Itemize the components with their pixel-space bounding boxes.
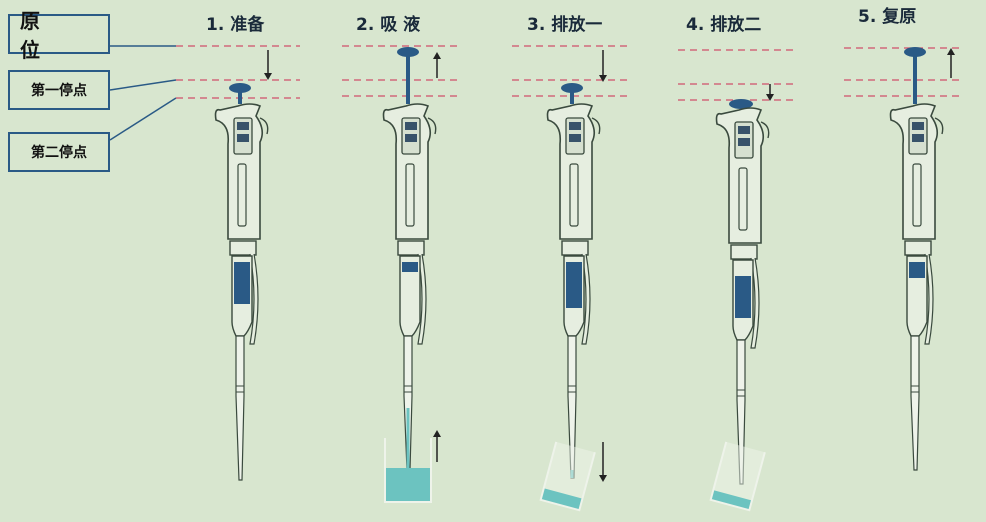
step-title-dispense-one: 3. 排放一	[527, 15, 603, 35]
second-stop-label: 第二停点	[8, 132, 110, 172]
piston-fill	[735, 276, 751, 318]
plunger-knob	[729, 99, 753, 109]
up-arrow-head	[947, 48, 955, 55]
volume-digit	[569, 122, 581, 130]
piston-fill	[234, 262, 250, 304]
piston-fill	[402, 262, 418, 272]
pipette	[546, 83, 601, 479]
step-title-dispense-two: 4. 排放二	[686, 15, 762, 35]
pipette	[889, 47, 944, 471]
up-arrow-head	[433, 430, 441, 437]
plunger-stem	[570, 88, 574, 104]
tilted-tube	[709, 441, 766, 512]
ejector-rod	[249, 253, 259, 345]
pipette-tip	[910, 335, 920, 471]
grip-slot	[738, 167, 748, 231]
volume-digit	[569, 134, 581, 142]
ejector-rod	[417, 253, 427, 345]
finger-hook	[591, 117, 601, 135]
plunger-knob	[561, 83, 583, 93]
pipette	[382, 47, 437, 471]
down-arrow-head	[766, 94, 774, 101]
volume-digit	[237, 122, 249, 130]
down-arrow-head	[599, 75, 607, 82]
volume-digit	[405, 134, 417, 142]
origin-label: 原 位	[8, 9, 110, 62]
grip-slot	[405, 163, 415, 227]
tube-liquid	[711, 490, 751, 509]
connector-line	[109, 79, 177, 91]
step-title-restore: 5. 复原	[858, 7, 917, 27]
pipette	[715, 99, 770, 485]
down-arrow-head	[264, 73, 272, 80]
ejector-collar	[904, 240, 932, 256]
ejector-rod	[924, 253, 934, 345]
pipette-tip	[235, 335, 245, 481]
volume-digit	[237, 134, 249, 142]
plunger-stem	[238, 88, 242, 104]
piston-fill	[909, 262, 925, 278]
connector-line	[109, 97, 177, 141]
piston-fill	[566, 262, 582, 308]
step-title-prepare: 1. 准备	[206, 15, 265, 35]
tip-liquid	[406, 408, 410, 470]
plunger-knob	[904, 47, 926, 57]
grip-slot	[569, 163, 579, 227]
finger-hook	[259, 117, 269, 135]
ejector-collar	[561, 240, 589, 256]
tilted-tube	[539, 441, 596, 512]
tube-liquid	[541, 488, 582, 509]
finger-hook	[934, 117, 944, 135]
ejector-collar	[229, 240, 257, 256]
plunger-knob	[397, 47, 419, 57]
volume-digit	[912, 122, 924, 130]
volume-digit	[912, 134, 924, 142]
step-title-aspirate: 2. 吸 液	[356, 15, 421, 35]
finger-hook	[760, 121, 770, 139]
ejector-collar	[397, 240, 425, 256]
finger-hook	[427, 117, 437, 135]
grip-slot	[237, 163, 247, 227]
pipette	[214, 83, 269, 481]
ejector-rod	[581, 253, 591, 345]
grip-slot	[912, 163, 922, 227]
down-arrow-head	[599, 475, 607, 482]
plunger-knob	[229, 83, 251, 93]
plunger-stem	[913, 52, 917, 104]
ejector-rod	[750, 257, 760, 349]
volume-digit	[738, 126, 750, 134]
plunger-stem	[406, 52, 410, 104]
volume-digit	[738, 138, 750, 146]
beaker-liquid	[386, 468, 430, 501]
up-arrow-head	[433, 52, 441, 59]
ejector-collar	[730, 244, 758, 260]
volume-digit	[405, 122, 417, 130]
first-stop-label: 第一停点	[8, 70, 110, 110]
beaker	[384, 438, 432, 503]
